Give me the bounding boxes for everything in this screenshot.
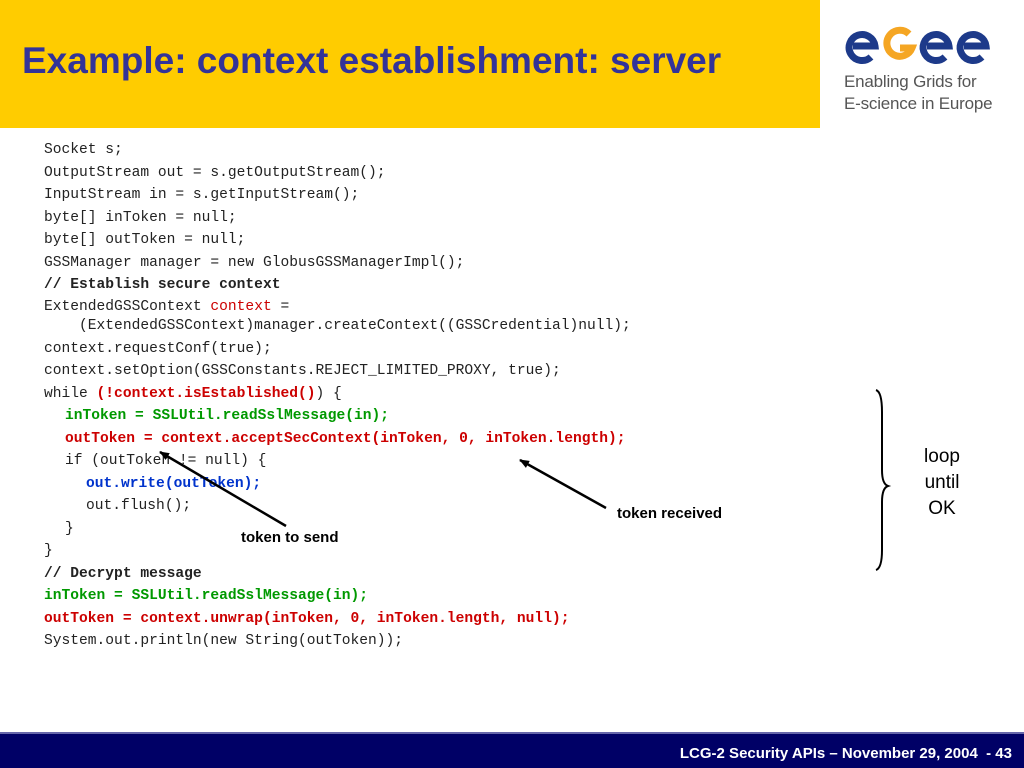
- token-to-send-arrow: [159, 450, 287, 528]
- code-line: OutputStream out = s.getOutputStream();: [44, 164, 386, 181]
- title-banner: Example: context establishment: server: [0, 0, 820, 128]
- code-text: while: [44, 385, 97, 402]
- loop-label-line: loop: [924, 446, 960, 467]
- code-line: outToken = context.acceptSecContext(inTo…: [65, 430, 626, 447]
- code-text: (ExtendedGSSContext)manager.createContex…: [44, 317, 631, 334]
- logo-tagline-line-1: Enabling Grids for: [844, 72, 977, 91]
- code-line: byte[] outToken = null;: [44, 232, 246, 248]
- code-line: ExtendedGSSContext context = (ExtendedGS…: [44, 297, 631, 338]
- loop-label-line: OK: [928, 498, 956, 519]
- token-received-label: token received: [617, 505, 723, 522]
- code-comment: // Establish secure context: [44, 277, 281, 293]
- footer-text: LCG-2 Security APIs – November 29, 2004 …: [679, 745, 1012, 762]
- code-line: inToken = SSLUtil.readSslMessage(in);: [65, 408, 390, 424]
- loop-label-line: until: [924, 472, 960, 493]
- code-line: }: [65, 520, 74, 537]
- logo-tagline-line-2: E-science in Europe: [844, 94, 993, 113]
- code-text: =: [271, 298, 290, 315]
- egee-logo: Enabling Grids for E-science in Europe: [820, 0, 1024, 128]
- code-line: byte[] inToken = null;: [44, 209, 237, 226]
- code-text: ) {: [315, 385, 342, 402]
- code-line: context.setOption(GSSConstants.REJECT_LI…: [44, 363, 561, 379]
- slide-title: Example: context establishment: server: [22, 40, 722, 81]
- code-line: }: [44, 543, 53, 559]
- code-line: context.requestConf(true);: [44, 340, 272, 357]
- code-text: ExtendedGSSContext: [44, 298, 211, 315]
- loop-until-ok-label: loop until OK: [905, 444, 979, 522]
- code-line: out.write(outToken);: [86, 475, 262, 492]
- code-highlight: context: [210, 298, 272, 315]
- token-received-arrow: [519, 458, 607, 510]
- code-highlight: (!context.isEstablished(): [96, 385, 316, 402]
- code-line: GSSManager manager = new GlobusGSSManage…: [44, 254, 465, 271]
- token-to-send-label: token to send: [241, 529, 339, 546]
- code-listing: Socket s; OutputStream out = s.getOutput…: [44, 139, 631, 653]
- code-line: inToken = SSLUtil.readSslMessage(in);: [44, 588, 369, 604]
- footer-bar: LCG-2 Security APIs – November 29, 2004 …: [0, 732, 1024, 768]
- code-line: out.flush();: [86, 498, 192, 514]
- loop-brace-icon: [875, 389, 892, 571]
- code-line: System.out.println(new String(outToken))…: [44, 633, 404, 649]
- code-line: InputStream in = s.getInputStream();: [44, 187, 360, 203]
- code-line: Socket s;: [44, 142, 123, 158]
- code-line: outToken = context.unwrap(inToken, 0, in…: [44, 610, 570, 627]
- code-line: while (!context.isEstablished()) {: [44, 383, 631, 406]
- code-comment: // Decrypt message: [44, 565, 202, 582]
- egee-wordmark-icon: [845, 26, 990, 64]
